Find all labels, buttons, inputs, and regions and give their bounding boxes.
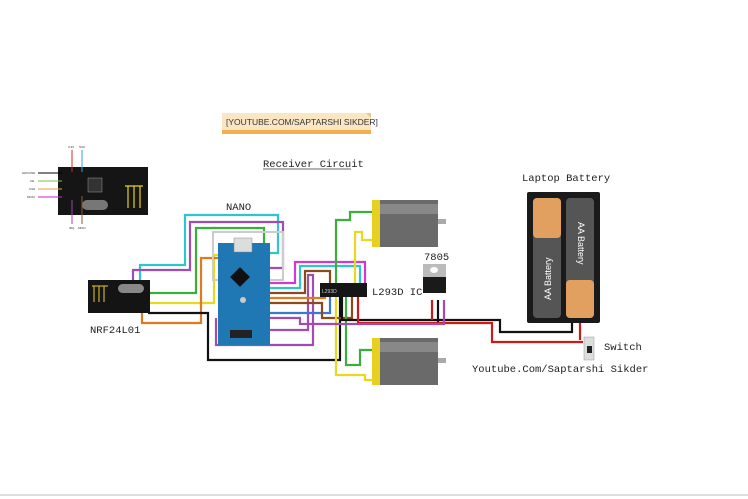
power-switch	[583, 336, 595, 361]
pin-label: SCK	[79, 145, 85, 149]
l293d-label: L293D IC	[372, 287, 422, 299]
arduino-nano-board	[218, 237, 270, 345]
regulator-7805	[423, 264, 446, 293]
pin-label: CE	[30, 179, 34, 183]
page-title: Receiver Circuit	[263, 159, 364, 171]
chip-marking: L293D	[322, 289, 337, 295]
nrf-pinout-reference: GROUND CE CSN MOSI 3.3V SCK IRQ MISO	[22, 145, 148, 230]
pin-label: MISO	[78, 226, 86, 230]
pin-label: IRQ	[69, 226, 75, 230]
banner-text: [YOUTUBE.COM/SAPTARSHI SIKDER]	[226, 117, 378, 127]
cell-label: AA Battery	[576, 222, 586, 265]
wires	[131, 210, 583, 382]
youtube-banner: [YOUTUBE.COM/SAPTARSHI SIKDER]	[222, 113, 378, 134]
cell-label: AA Battery	[543, 257, 553, 300]
credit-text: Youtube.Com/Saptarshi Sikder	[472, 364, 648, 376]
pin-label: GROUND	[22, 171, 36, 175]
switch-label: Switch	[604, 342, 642, 354]
motor-bottom	[372, 338, 446, 385]
pin-label: 3.3V	[68, 145, 74, 149]
motor-top	[372, 200, 446, 247]
pin-label: CSN	[29, 187, 35, 191]
battery-holder: AA Battery AA Battery	[527, 192, 600, 323]
regulator-label: 7805	[424, 252, 449, 264]
pin-label: MOSI	[27, 195, 35, 199]
nrf24l01-module	[88, 280, 150, 313]
battery-label: Laptop Battery	[522, 173, 610, 185]
l293d-chip: L293D	[320, 283, 367, 297]
nano-label: NANO	[226, 202, 251, 214]
nrf-label: NRF24L01	[90, 325, 140, 337]
